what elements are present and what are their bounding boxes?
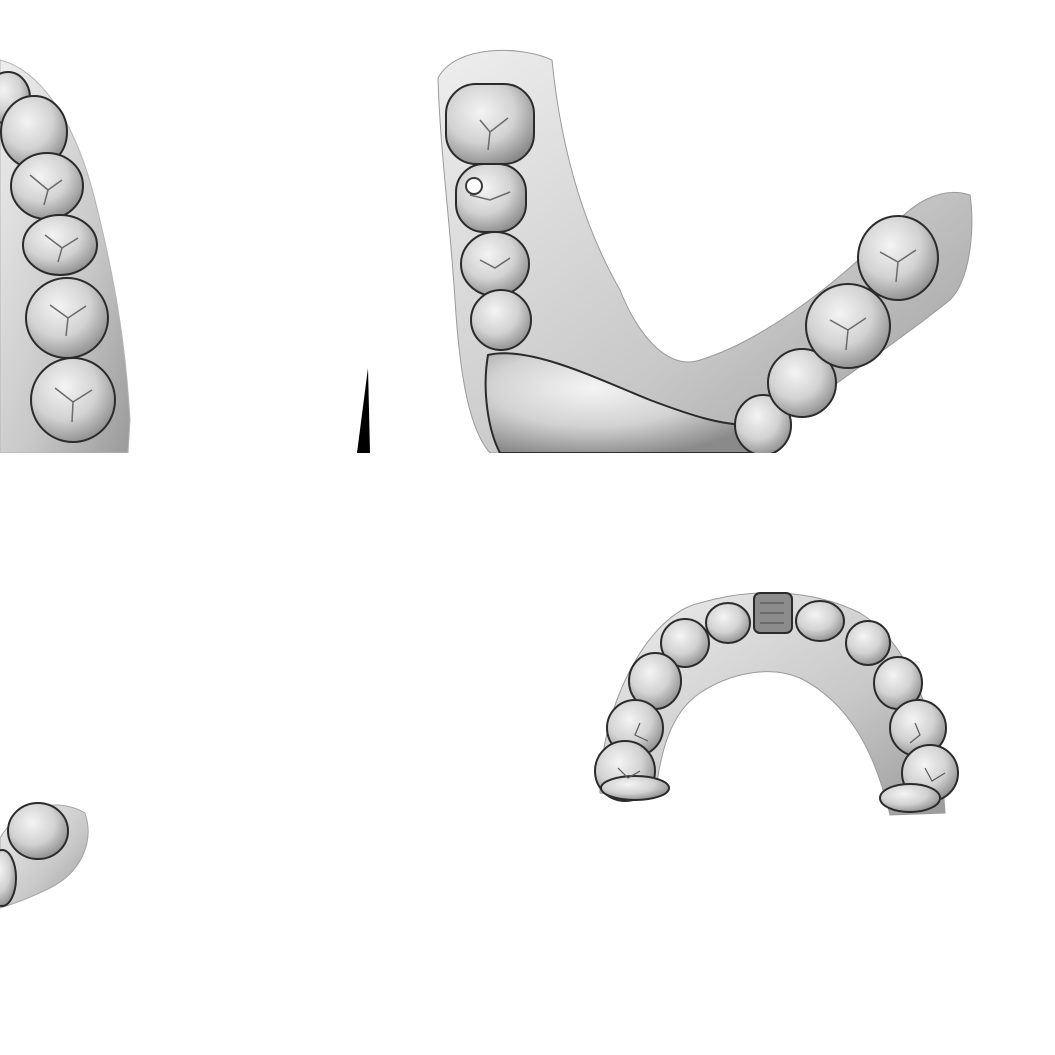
tooth-group: [0, 802, 69, 907]
mesh-lower-molars-closeup[interactable]: [0, 0, 370, 453]
cusp-grooves: [29, 174, 93, 423]
mesh-arch-fragment[interactable]: [0, 453, 370, 1055]
tooth-crown: [484, 352, 757, 453]
tooth-crown: [879, 783, 941, 813]
tooth-crown: [470, 289, 532, 351]
tooth-group: [594, 592, 959, 813]
tooth-crown: [10, 152, 84, 220]
tooth-crown: [455, 163, 527, 233]
mesh-upper-arch[interactable]: [370, 453, 1055, 1055]
orientation-marker: [357, 368, 370, 453]
tooth-crown: [22, 214, 98, 276]
cusp-grooves: [617, 602, 946, 782]
tooth-crown: [445, 83, 535, 165]
viewport-top-left[interactable]: [0, 0, 370, 453]
tooth-crown: [600, 775, 670, 801]
tooth-crown: [30, 357, 116, 443]
tooth-crown: [460, 231, 530, 297]
tooth-crown: [845, 620, 891, 666]
measurement-point[interactable]: [465, 177, 483, 195]
tooth-crown: [660, 618, 710, 668]
tooth-crown: [0, 849, 17, 907]
tooth-crown: [795, 600, 845, 642]
tooth-crown: [7, 802, 69, 860]
mesh-lower-arch[interactable]: [370, 0, 1055, 453]
tooth-crown: [767, 348, 837, 418]
tooth-crown: [705, 602, 751, 644]
viewport-bottom-left[interactable]: [0, 453, 370, 1055]
tooth-crown: [857, 215, 939, 301]
tooth-crown: [734, 394, 792, 453]
viewport-top-right[interactable]: [370, 0, 1055, 453]
viewport-bottom-right[interactable]: [370, 453, 1055, 1055]
cusp-grooves: [469, 117, 917, 351]
tooth-group: [445, 83, 939, 453]
tooth-crown: [805, 283, 891, 369]
tooth-group: [0, 71, 116, 443]
